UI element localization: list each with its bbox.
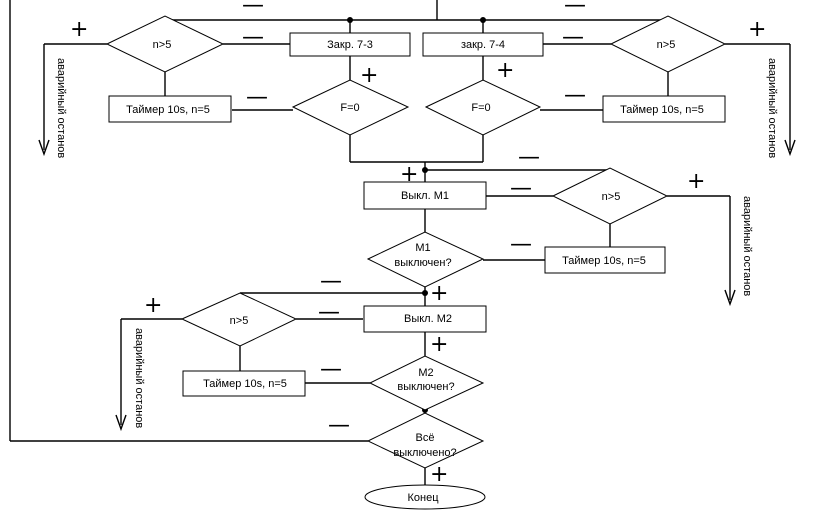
terminator-end-label: Конец [407, 492, 439, 504]
minus-sign: — [242, 0, 264, 18]
minus-sign: — [318, 300, 340, 325]
minus-sign: — [320, 269, 342, 294]
emergency-stop-label-m2: аварийный останов [133, 328, 145, 428]
block-timer-top-right: Таймер 10s, n=5 [602, 95, 726, 123]
minus-sign: — [564, 83, 586, 108]
plus-sign: + [70, 17, 88, 42]
plus-sign: + [360, 63, 378, 88]
decision-all-off-line2: выключено? [393, 447, 456, 459]
terminator-end: Конец [364, 484, 486, 510]
plus-sign: + [496, 58, 514, 83]
plus-sign: + [400, 162, 418, 187]
decision-f-left-label: F=0 [340, 102, 359, 114]
branch-signs: + — — — — + + + — — — + — + — — + + — + … [70, 0, 766, 487]
arrowheads [38, 139, 796, 432]
block-timer-top-left: Таймер 10s, n=5 [108, 95, 232, 123]
decision-n-m1-label: n>5 [602, 191, 621, 203]
block-timer-m2: Таймер 10s, n=5 [182, 370, 306, 397]
decision-f-right: F=0 [424, 79, 542, 136]
plus-sign: + [748, 17, 766, 42]
minus-sign: — [246, 85, 268, 110]
minus-sign: — [242, 25, 264, 50]
plus-sign: + [430, 281, 448, 306]
decision-m1-off: М1 выключен? [366, 231, 485, 288]
emergency-stop-label-top-right: аварийный останов [766, 58, 778, 158]
decision-m2-off-line1: М2 [418, 367, 433, 379]
decision-m2-off-line2: выключен? [397, 381, 454, 393]
block-off-m1-label: Выкл. М1 [401, 190, 449, 202]
block-close-7-4-label: закр. 7-4 [461, 39, 505, 51]
decision-f-right-label: F=0 [471, 102, 490, 114]
plus-sign: + [144, 293, 162, 318]
emergency-stop-label-m1: аварийный останов [741, 196, 753, 296]
block-off-m1: Выкл. М1 [363, 181, 487, 210]
plus-sign: + [430, 462, 448, 487]
decision-n-m2: n>5 [180, 292, 298, 347]
decision-m1-off-line2: выключен? [394, 257, 451, 269]
decision-m1-off-line1: М1 [415, 242, 430, 254]
decision-m2-off: М2 выключен? [368, 355, 485, 411]
block-timer-top-left-label: Таймер 10s, n=5 [126, 104, 210, 116]
block-close-7-3: Закр. 7-3 [289, 32, 411, 57]
block-close-7-4: закр. 7-4 [422, 32, 544, 57]
decision-n-top-right: n>5 [609, 15, 727, 73]
block-timer-m1-label: Таймер 10s, n=5 [562, 255, 646, 267]
decision-n-top-right-label: n>5 [657, 39, 676, 51]
decision-n-m2-label: n>5 [230, 315, 249, 327]
decision-all-off-line1: Всё [416, 432, 435, 444]
minus-sign: — [564, 0, 586, 18]
block-close-7-3-label: Закр. 7-3 [327, 39, 373, 51]
decision-n-top-left-label: n>5 [153, 39, 172, 51]
minus-sign: — [510, 176, 532, 201]
decision-n-m1: n>5 [551, 167, 669, 225]
plus-sign: + [687, 169, 705, 194]
block-timer-m1: Таймер 10s, n=5 [544, 246, 666, 274]
decision-all-off: Всё выключено? [366, 412, 485, 469]
minus-sign: — [328, 413, 350, 438]
block-off-m2: Выкл. М2 [363, 305, 487, 333]
minus-sign: — [510, 232, 532, 257]
block-off-m2-label: Выкл. М2 [404, 313, 452, 325]
block-timer-m2-label: Таймер 10s, n=5 [203, 378, 287, 390]
minus-sign: — [518, 145, 540, 170]
decision-f-left: F=0 [291, 79, 410, 136]
minus-sign: — [562, 25, 584, 50]
decision-n-top-left: n>5 [105, 15, 225, 73]
minus-sign: — [320, 357, 342, 382]
connector-lines [9, 0, 791, 485]
plus-sign: + [430, 332, 448, 357]
block-timer-top-right-label: Таймер 10s, n=5 [620, 104, 704, 116]
emergency-stop-label-top-left: аварийный останов [55, 58, 67, 158]
